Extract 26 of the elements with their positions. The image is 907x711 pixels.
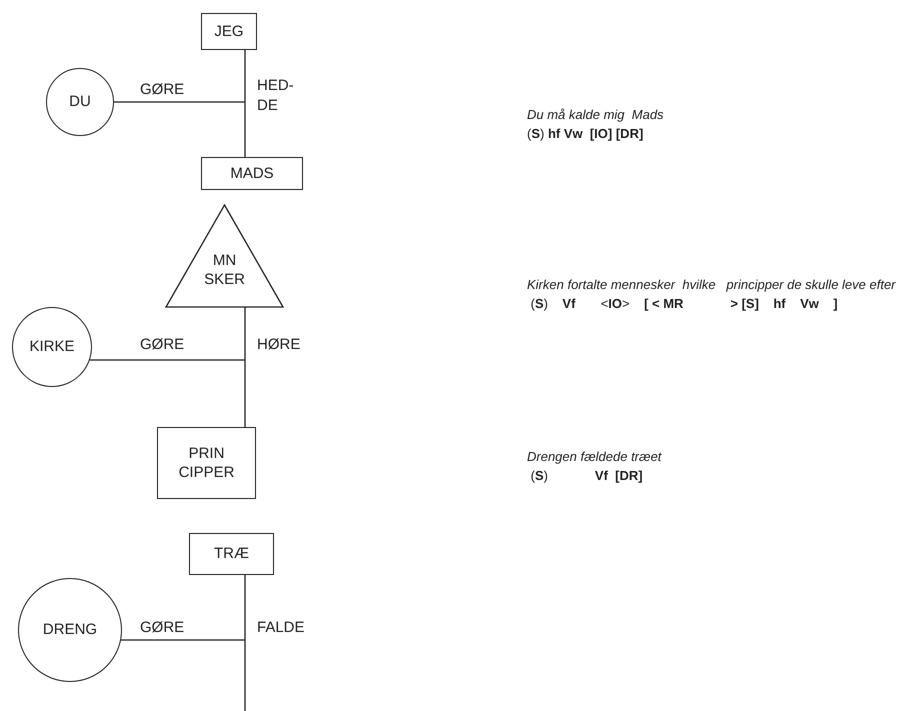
connector-line xyxy=(244,50,246,157)
connector-line xyxy=(114,101,245,103)
connector-line xyxy=(90,359,245,361)
connector-line xyxy=(121,639,245,641)
connector-line xyxy=(244,307,246,427)
edge-label: GØRE xyxy=(140,335,184,354)
triangle-node: MN SKER xyxy=(166,205,283,307)
subject-circle: KIRKE xyxy=(12,307,92,387)
example-sentence: Du må kalde mig Mads xyxy=(527,106,664,124)
example-sentence: Drengen fældede træet xyxy=(527,448,662,466)
edge-label: GØRE xyxy=(140,618,184,638)
subject-circle: DRENG xyxy=(18,578,122,682)
sentence-analysis: (S) hf Vw [IO] [DR] xyxy=(527,125,644,143)
edge-label: FALDE xyxy=(257,618,305,638)
edge-label: HED- DE xyxy=(257,76,295,115)
connector-line xyxy=(244,575,246,711)
edge-label: HØRE xyxy=(257,335,300,354)
sentence-analysis: (S) Vf <IO> [ < MR > [S] hf Vw ] xyxy=(530,295,838,313)
word-box: JEG xyxy=(201,13,257,50)
word-box: TRÆ xyxy=(189,533,274,575)
example-sentence: Kirken fortalte mennesker hvilke principper de skulle leve efter xyxy=(527,276,896,294)
word-box: PRIN CIPPER xyxy=(157,427,256,499)
word-box: MADS xyxy=(201,157,303,190)
subject-circle: DU xyxy=(46,68,114,136)
edge-label: GØRE xyxy=(140,80,184,100)
sentence-analysis: (S) Vf [DR] xyxy=(530,467,643,485)
